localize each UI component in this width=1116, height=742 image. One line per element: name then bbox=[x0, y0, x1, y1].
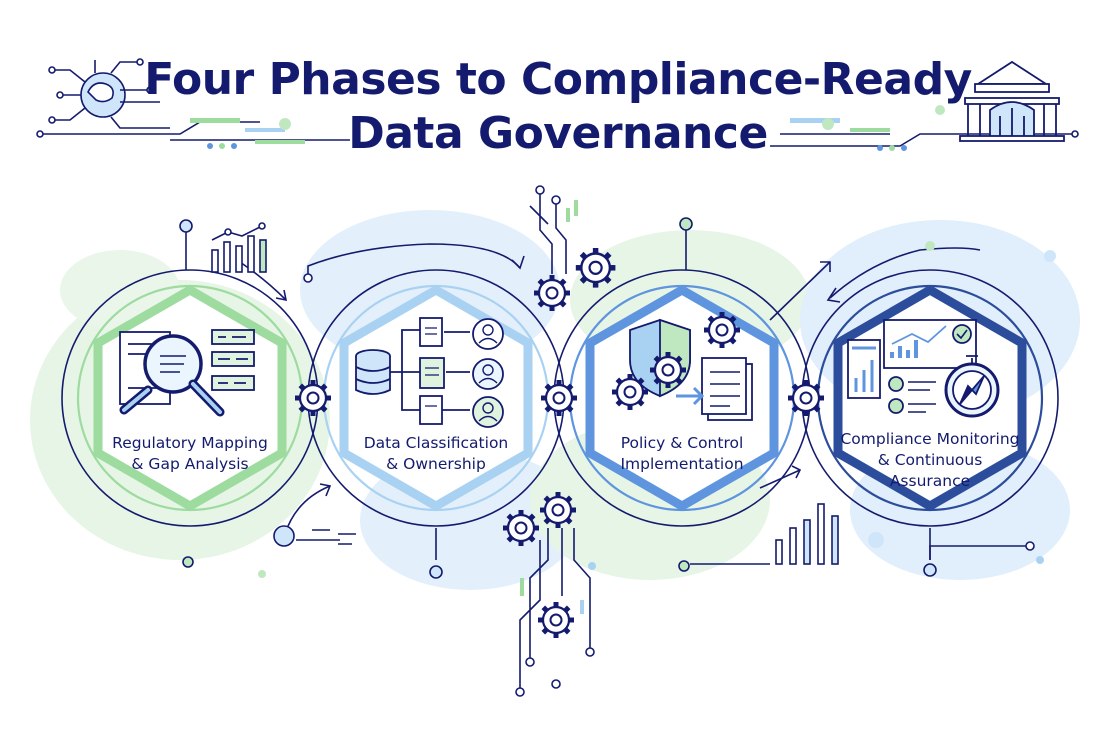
courthouse-icon bbox=[959, 60, 1065, 142]
bar-chart-decoration-bottom bbox=[690, 503, 839, 565]
bar-chart-decoration-top bbox=[211, 222, 267, 273]
phase-1-label: Regulatory Mapping & Gap Analysis bbox=[112, 434, 268, 473]
header-dashes-right bbox=[790, 105, 945, 151]
phase-4-label: Compliance Monitoring & Continuous Assur… bbox=[840, 430, 1020, 490]
shield-gear-icon bbox=[612, 312, 753, 421]
pin-lines bbox=[179, 217, 1035, 579]
title-line-1: Four Phases to Compliance-Ready bbox=[144, 54, 972, 105]
central-circuit bbox=[515, 185, 595, 697]
scatter-dots bbox=[258, 241, 1056, 578]
dashboard-compass-icon bbox=[847, 319, 1000, 418]
header-dashes-left bbox=[190, 118, 305, 149]
flow-arrows bbox=[239, 243, 981, 535]
phase-3-label: Policy & Control Implementation bbox=[620, 434, 744, 473]
database-ownership-icon bbox=[355, 317, 504, 428]
magnifier-document-icon bbox=[119, 329, 255, 417]
title-line-2: Data Governance bbox=[348, 108, 768, 159]
phase-2-label: Data Classification & Ownership bbox=[363, 434, 509, 473]
circuit-accents bbox=[520, 200, 584, 614]
header-circuit-left bbox=[36, 58, 350, 141]
